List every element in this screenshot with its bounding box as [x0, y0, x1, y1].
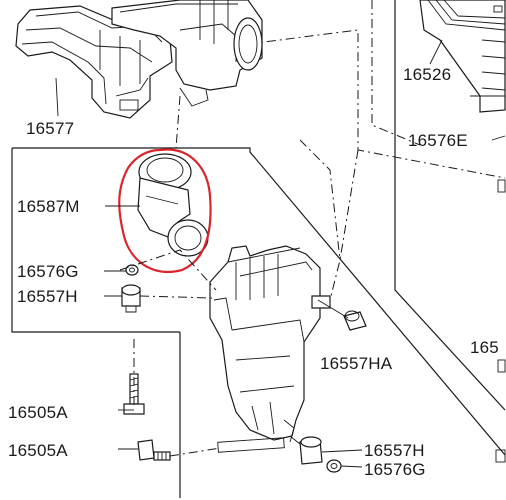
label-16576G-upper: 16576G [17, 262, 79, 281]
part-16587M-elbow [118, 148, 212, 273]
label-16576E: 16576E [408, 131, 468, 150]
label-16557H-lower: 16557H [364, 441, 425, 460]
part-16577-duct [15, 5, 173, 119]
leader-lines [55, 39, 506, 468]
part-16526-element [419, 0, 506, 463]
part-labels: 16577 16526 16576E 16587M 16576G 16557H … [8, 65, 499, 479]
label-165-partial: 165 [470, 338, 499, 357]
label-16505A-lower: 16505A [8, 441, 68, 460]
label-16557H-upper: 16557H [17, 287, 78, 306]
label-16587M: 16587M [17, 197, 80, 216]
label-16505A-upper: 16505A [8, 403, 68, 422]
highlight-circle [118, 148, 212, 273]
label-16577: 16577 [26, 119, 74, 138]
part-airbox-upper [111, 0, 263, 107]
part-resonator [209, 245, 321, 453]
label-16576G-lower: 16576G [364, 460, 426, 479]
small-parts [121, 264, 367, 473]
diagram-frame [11, 0, 506, 498]
label-16557HA: 16557HA [320, 354, 393, 373]
label-16526: 16526 [403, 65, 451, 84]
